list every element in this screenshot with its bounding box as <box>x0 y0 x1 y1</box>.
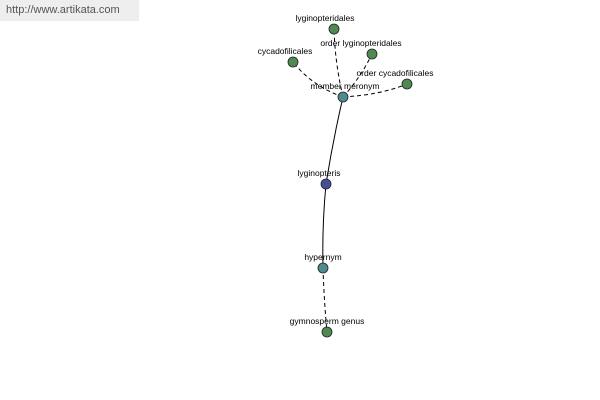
node-cycadofilicales[interactable]: cycadofilicales <box>258 46 313 68</box>
node-member-meronym[interactable]: member meronym <box>311 81 380 103</box>
node-dot-member-meronym[interactable] <box>337 91 349 103</box>
node-dot-hypernym[interactable] <box>317 262 329 274</box>
watermark-url: http://www.artikata.com <box>0 0 139 21</box>
node-label-member-meronym: member meronym <box>311 81 380 91</box>
graph-nodes: lyginopteridales order lyginopteridales … <box>258 13 434 338</box>
node-dot-order-lyginopteridales[interactable] <box>366 48 378 60</box>
node-label-gymnosperm-genus: gymnosperm genus <box>290 316 365 326</box>
node-lyginopteridales[interactable]: lyginopteridales <box>295 13 355 35</box>
node-label-lyginopteris: lyginopteris <box>298 168 341 178</box>
node-dot-order-cycadofilicales[interactable] <box>401 78 413 90</box>
node-label-cycadofilicales: cycadofilicales <box>258 46 313 56</box>
node-label-order-lyginopteridales: order lyginopteridales <box>320 38 401 48</box>
edge-member-meronym-cycadofilicales <box>292 61 344 98</box>
node-order-lyginopteridales[interactable]: order lyginopteridales <box>320 38 402 60</box>
node-dot-gymnosperm-genus[interactable] <box>321 326 333 338</box>
node-dot-lyginopteris[interactable] <box>320 178 332 190</box>
edge-lyginopteris-hypernym <box>322 183 327 269</box>
node-label-lyginopteridales: lyginopteridales <box>295 13 354 23</box>
node-label-hypernym: hypernym <box>304 252 341 262</box>
node-hypernym[interactable]: hypernym <box>304 252 342 274</box>
node-lyginopteris[interactable]: lyginopteris <box>298 168 341 190</box>
node-dot-cycadofilicales[interactable] <box>287 56 299 68</box>
node-dot-lyginopteridales[interactable] <box>328 23 340 35</box>
node-gymnosperm-genus[interactable]: gymnosperm genus <box>290 316 365 338</box>
edge-hypernym-gymnosperm-genus <box>322 267 328 333</box>
node-label-order-cycadofilicales: order cycadofilicales <box>356 68 433 78</box>
edge-lyginopteris-member-meronym <box>325 96 344 185</box>
node-order-cycadofilicales[interactable]: order cycadofilicales <box>356 68 434 90</box>
